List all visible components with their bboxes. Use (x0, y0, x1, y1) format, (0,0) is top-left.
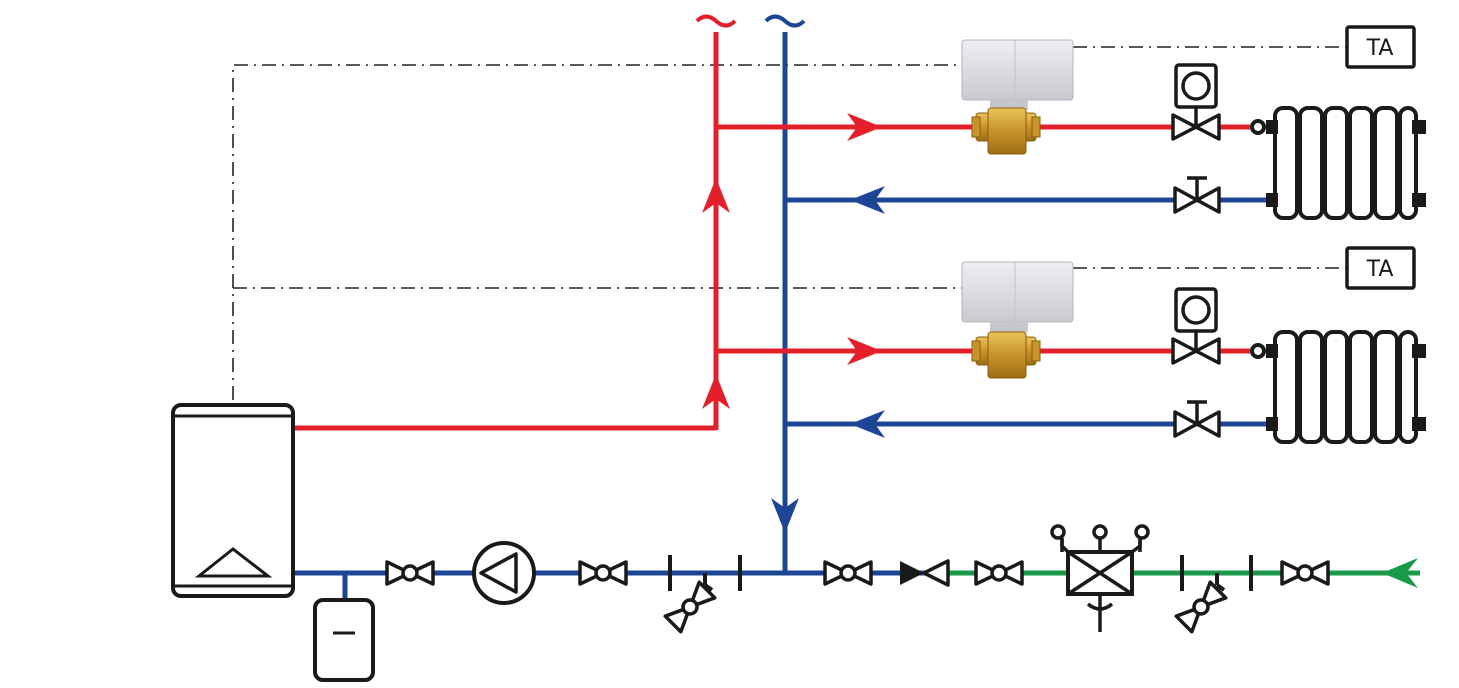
boiler (171, 403, 295, 598)
thermostatic-valve-upper (1171, 63, 1221, 141)
zone-valve-upper (961, 39, 1074, 155)
radiator-lower (1250, 330, 1426, 444)
cold-water-inlet-arrow (1382, 558, 1418, 588)
lockshield-valve-lower (1173, 400, 1221, 438)
expansion-tank-body (313, 598, 375, 682)
actuator-lower (961, 261, 1074, 323)
lockshield-valve-upper (1173, 176, 1221, 214)
actuator-upper (961, 39, 1074, 101)
room-thermostat-lower: TA (1345, 246, 1416, 290)
ball-valve-4 (974, 560, 1024, 586)
arrow-return-down (771, 498, 799, 533)
thermostat-label-upper: TA (1366, 36, 1394, 61)
thermostat-label-lower: TA (1366, 257, 1394, 282)
arrow-supply-right-upper (847, 113, 882, 141)
circulation-pump (472, 541, 536, 605)
control-wiring (232, 46, 1347, 400)
check-valve (900, 559, 950, 587)
expansion-tank (313, 598, 375, 682)
bypass-valve-right (1174, 555, 1253, 634)
thermostatic-valve-lower (1171, 287, 1221, 365)
burner-triangle-icon (194, 547, 273, 578)
arrow-supply-up-upper (702, 178, 730, 213)
ball-valve-5 (1280, 560, 1330, 586)
arrow-return-left-upper (850, 186, 885, 214)
bypass-valve-left (663, 555, 742, 634)
room-thermostat-upper: TA (1345, 25, 1416, 69)
arrow-supply-up-lower (702, 374, 730, 409)
control-line-upper (232, 64, 965, 400)
arrow-return-left-lower (850, 410, 885, 438)
flow-arrows (702, 113, 885, 533)
zone-valve-lower (961, 261, 1074, 379)
ball-valve-1 (385, 560, 435, 586)
pump-triangle-icon (479, 552, 518, 594)
ball-valve-2 (578, 560, 628, 586)
arrow-supply-right-lower (847, 337, 882, 365)
radiator-upper (1250, 106, 1426, 220)
supply-piping (293, 32, 1250, 431)
return-riser-tilde (764, 14, 806, 28)
backflow-preventer (1050, 524, 1150, 632)
ball-valve-3 (823, 560, 873, 586)
boiler-body (171, 403, 295, 598)
supply-riser-tilde (695, 14, 737, 28)
